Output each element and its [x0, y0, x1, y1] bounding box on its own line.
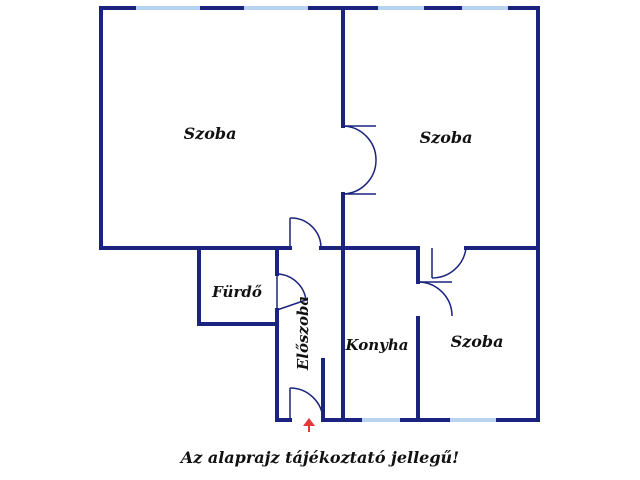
windows	[136, 6, 508, 422]
room-label-szoba-bottom-right: Szoba	[451, 332, 504, 351]
doors	[276, 125, 467, 421]
room-label-furdo: Fürdő	[211, 283, 262, 301]
room-label-eloszoba: Előszoba	[294, 296, 312, 371]
room-label-konyha: Konyha	[345, 336, 409, 354]
disclaimer-caption: Az alaprajz tájékoztató jellegű!	[180, 448, 460, 467]
room-label-szoba-top-left: Szoba	[184, 124, 237, 143]
room-label-szoba-top-right: Szoba	[420, 128, 473, 147]
walls	[99, 6, 540, 422]
entrance-arrow-icon	[303, 418, 315, 432]
